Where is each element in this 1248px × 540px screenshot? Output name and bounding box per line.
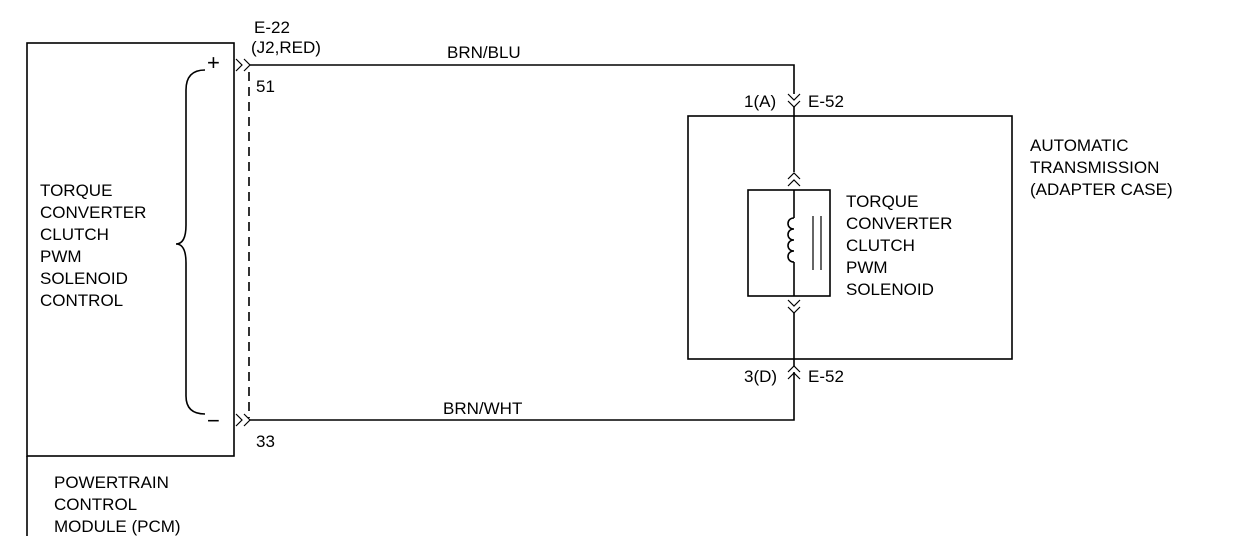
pcm-function-line-2: CONVERTER xyxy=(40,203,146,222)
connector-e22-top-terminal xyxy=(235,58,251,72)
wire-brn-blu xyxy=(250,64,795,94)
wire-brn-wht xyxy=(250,372,795,421)
connector-e22-id: E-22 xyxy=(254,18,290,37)
solenoid-label-line-1: TORQUE xyxy=(846,192,918,211)
pcm-name-line-3: MODULE (PCM) xyxy=(54,517,181,536)
e52-bottom-pin-label: 3(D) xyxy=(744,367,777,386)
pcm-function-line-6: CONTROL xyxy=(40,291,123,310)
pin-51-label: 51 xyxy=(256,77,275,96)
pcm-name-line-1: POWERTRAIN xyxy=(54,473,169,492)
solenoid-top-terminal xyxy=(787,172,801,187)
pin-33-label: 33 xyxy=(256,432,275,451)
pcm-function-line-3: CLUTCH xyxy=(40,225,109,244)
solenoid-label-line-5: SOLENOID xyxy=(846,280,934,299)
transmission-label-line-3: (ADAPTER CASE) xyxy=(1030,180,1173,199)
transmission-label-line-2: TRANSMISSION xyxy=(1030,158,1159,177)
pcm-box xyxy=(26,42,235,457)
transmission-label-line-1: AUTOMATIC xyxy=(1030,136,1129,155)
pcm-function-line-1: TORQUE xyxy=(40,181,112,200)
e52-bottom-id-label: E-52 xyxy=(808,367,844,386)
pcm-name-line-2: CONTROL xyxy=(54,495,137,514)
connector-e52-top-terminal xyxy=(787,93,801,108)
connector-e22-detail: (J2,RED) xyxy=(251,38,321,57)
transmission-box xyxy=(687,115,1013,360)
plus-sign: + xyxy=(207,50,220,75)
solenoid-label-line-4: PWM xyxy=(846,258,888,277)
solenoid-bottom-terminal xyxy=(787,299,801,314)
minus-sign: − xyxy=(207,408,220,433)
pcm-brace xyxy=(175,69,206,415)
solenoid-coil-icon xyxy=(787,217,795,263)
solenoid-label-line-3: CLUTCH xyxy=(846,236,915,255)
pcm-function-line-5: SOLENOID xyxy=(40,269,128,288)
pcm-function-line-4: PWM xyxy=(40,247,82,266)
connector-e22-bottom-terminal xyxy=(235,413,251,427)
e52-top-pin-label: 1(A) xyxy=(744,92,776,111)
wire-top-color-label: BRN/BLU xyxy=(447,43,521,62)
wire-bottom-color-label: BRN/WHT xyxy=(443,399,522,418)
solenoid-box xyxy=(747,189,831,297)
e52-top-id-label: E-52 xyxy=(808,92,844,111)
solenoid-label-line-2: CONVERTER xyxy=(846,214,952,233)
